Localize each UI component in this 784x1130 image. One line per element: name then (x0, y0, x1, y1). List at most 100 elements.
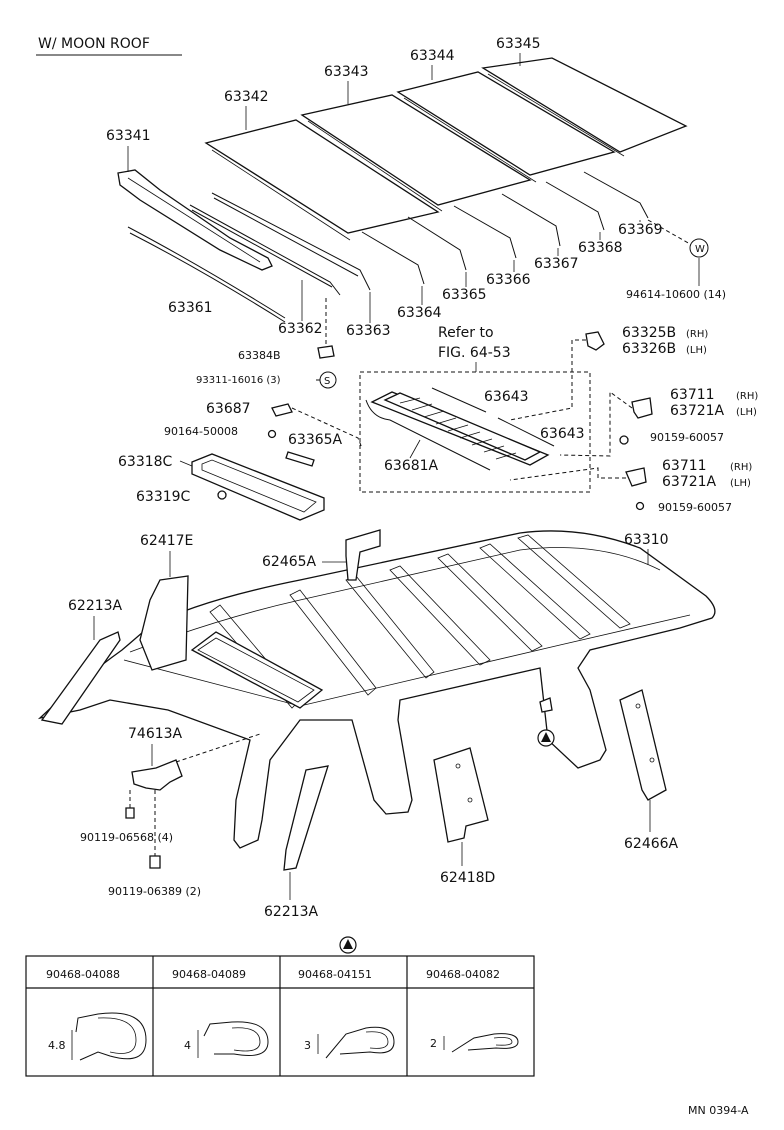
callout-63361: 63361 (168, 300, 213, 316)
callout-63341: 63341 (106, 128, 151, 144)
bracket-63325b (585, 331, 605, 351)
pillar-62417e (139, 575, 189, 671)
screw-90119-06389 (149, 855, 161, 869)
footer-code: MN 0394-A (688, 1104, 749, 1117)
callout-90159-lower: 90159-60057 (658, 501, 732, 514)
molding-strips (127, 171, 649, 323)
refer-note-line2: FIG. 64-53 (438, 345, 511, 361)
pillar-62213a-bottom (283, 765, 329, 871)
callout-63319c: 63319C (136, 489, 191, 505)
callout-63310: 63310 (624, 532, 669, 548)
strip-63643b (497, 417, 555, 447)
callout-63367: 63367 (534, 256, 579, 272)
callout-63345: 63345 (496, 36, 541, 52)
clip-icon-3 (325, 1026, 395, 1059)
callout-90159-upper: 90159-60057 (650, 431, 724, 444)
callout-63364: 63364 (397, 305, 442, 321)
svg-text:S: S (324, 376, 330, 387)
callout-63711-lower: 63711 (662, 458, 707, 474)
bracket-63711-upper (631, 397, 653, 419)
callout-93311: 93311-16016 (3) (196, 375, 281, 386)
strip-63364 (361, 231, 425, 285)
pillar-62465a (345, 529, 381, 581)
panel-63342 (204, 119, 440, 234)
callout-63643-right: 63643 (540, 426, 585, 442)
clip-table: 90468-04088 90468-04089 90468-04151 9046… (25, 955, 535, 1077)
screw-90159-lower (635, 501, 645, 511)
panel-63343 (300, 94, 532, 206)
callout-63343: 63343 (324, 64, 369, 80)
dim-2: 4 (184, 1039, 191, 1052)
headliner-63310 (37, 530, 716, 849)
callout-63365a: 63365A (288, 432, 343, 448)
clip-icon-1 (75, 1012, 147, 1061)
strip-63369 (583, 171, 649, 219)
callout-63363: 63363 (346, 323, 391, 339)
svg-text:(LH): (LH) (730, 478, 751, 489)
strip-63368 (545, 181, 605, 231)
screw-90164 (267, 429, 277, 439)
callout-63318c: 63318C (118, 454, 173, 470)
callout-63384b: 63384B (238, 349, 281, 362)
callout-74613a: 74613A (128, 726, 183, 742)
panel-63344 (396, 71, 616, 176)
pillar-62466a (619, 689, 667, 801)
callout-63721a-lower: 63721A (662, 474, 717, 490)
glass-63318c (191, 453, 325, 521)
callout-63366: 63366 (486, 272, 531, 288)
part-63365a (285, 451, 315, 467)
callout-62466a: 62466A (624, 836, 679, 852)
callout-62417e: 62417E (140, 533, 193, 549)
callout-63326b: 63326B (622, 341, 676, 357)
table-header-4: 90468-04082 (426, 968, 500, 981)
pillar-62213a-top (40, 631, 121, 725)
svg-text:(RH): (RH) (730, 462, 752, 473)
svg-text:W: W (695, 244, 705, 255)
clip-icon-2 (203, 1021, 269, 1056)
sunshade-63681a (365, 391, 550, 471)
callout-63344: 63344 (410, 48, 455, 64)
callout-90119-06389: 90119-06389 (2) (108, 885, 201, 898)
strip-63367 (501, 193, 561, 247)
panel-63345 (481, 57, 688, 153)
callout-63342: 63342 (224, 89, 269, 105)
screw-90159-upper (619, 435, 629, 445)
refer-note-line1: Refer to (438, 325, 494, 341)
callout-94614: 94614-10600 (14) (626, 288, 726, 301)
bracket-63711-lower (625, 467, 647, 487)
dim-4: 2 (430, 1037, 437, 1050)
headliner-panels (204, 57, 688, 241)
strip-63365 (407, 216, 467, 271)
strip-63643a (431, 387, 487, 413)
circle-s-icon (319, 371, 337, 389)
callout-63365: 63365 (442, 287, 487, 303)
callout-63687: 63687 (206, 401, 251, 417)
part-63319c (217, 490, 227, 500)
clip-63687 (271, 403, 293, 417)
screw-90119-06568 (125, 807, 135, 819)
callout-90164: 90164-50008 (164, 425, 238, 438)
strip-63362 (189, 204, 341, 296)
hinge-74613a (131, 759, 183, 791)
strip-63366 (453, 205, 517, 259)
callout-63362: 63362 (278, 321, 323, 337)
callout-63721a-upper: 63721A (670, 403, 725, 419)
clip-marker-part (539, 697, 553, 713)
svg-text:(LH): (LH) (686, 345, 707, 356)
callout-63369: 63369 (618, 222, 663, 238)
callout-63643-top: 63643 (484, 389, 529, 405)
svg-text:(RH): (RH) (736, 391, 758, 402)
callout-62465a: 62465A (262, 554, 317, 570)
callout-62213a-bottom: 62213A (264, 904, 319, 920)
callout-62418d: 62418D (440, 870, 495, 886)
sunshade-group-box (359, 371, 591, 493)
table-header-3: 90468-04151 (298, 968, 372, 981)
diagram-title: W/ MOON ROOF (38, 36, 150, 52)
callout-62213a-top: 62213A (68, 598, 123, 614)
clip-63384b (317, 345, 335, 359)
callout-63681a: 63681A (384, 458, 439, 474)
callout-63325b: 63325B (622, 325, 676, 341)
callout-63368: 63368 (578, 240, 623, 256)
dim-3: 3 (304, 1039, 311, 1052)
